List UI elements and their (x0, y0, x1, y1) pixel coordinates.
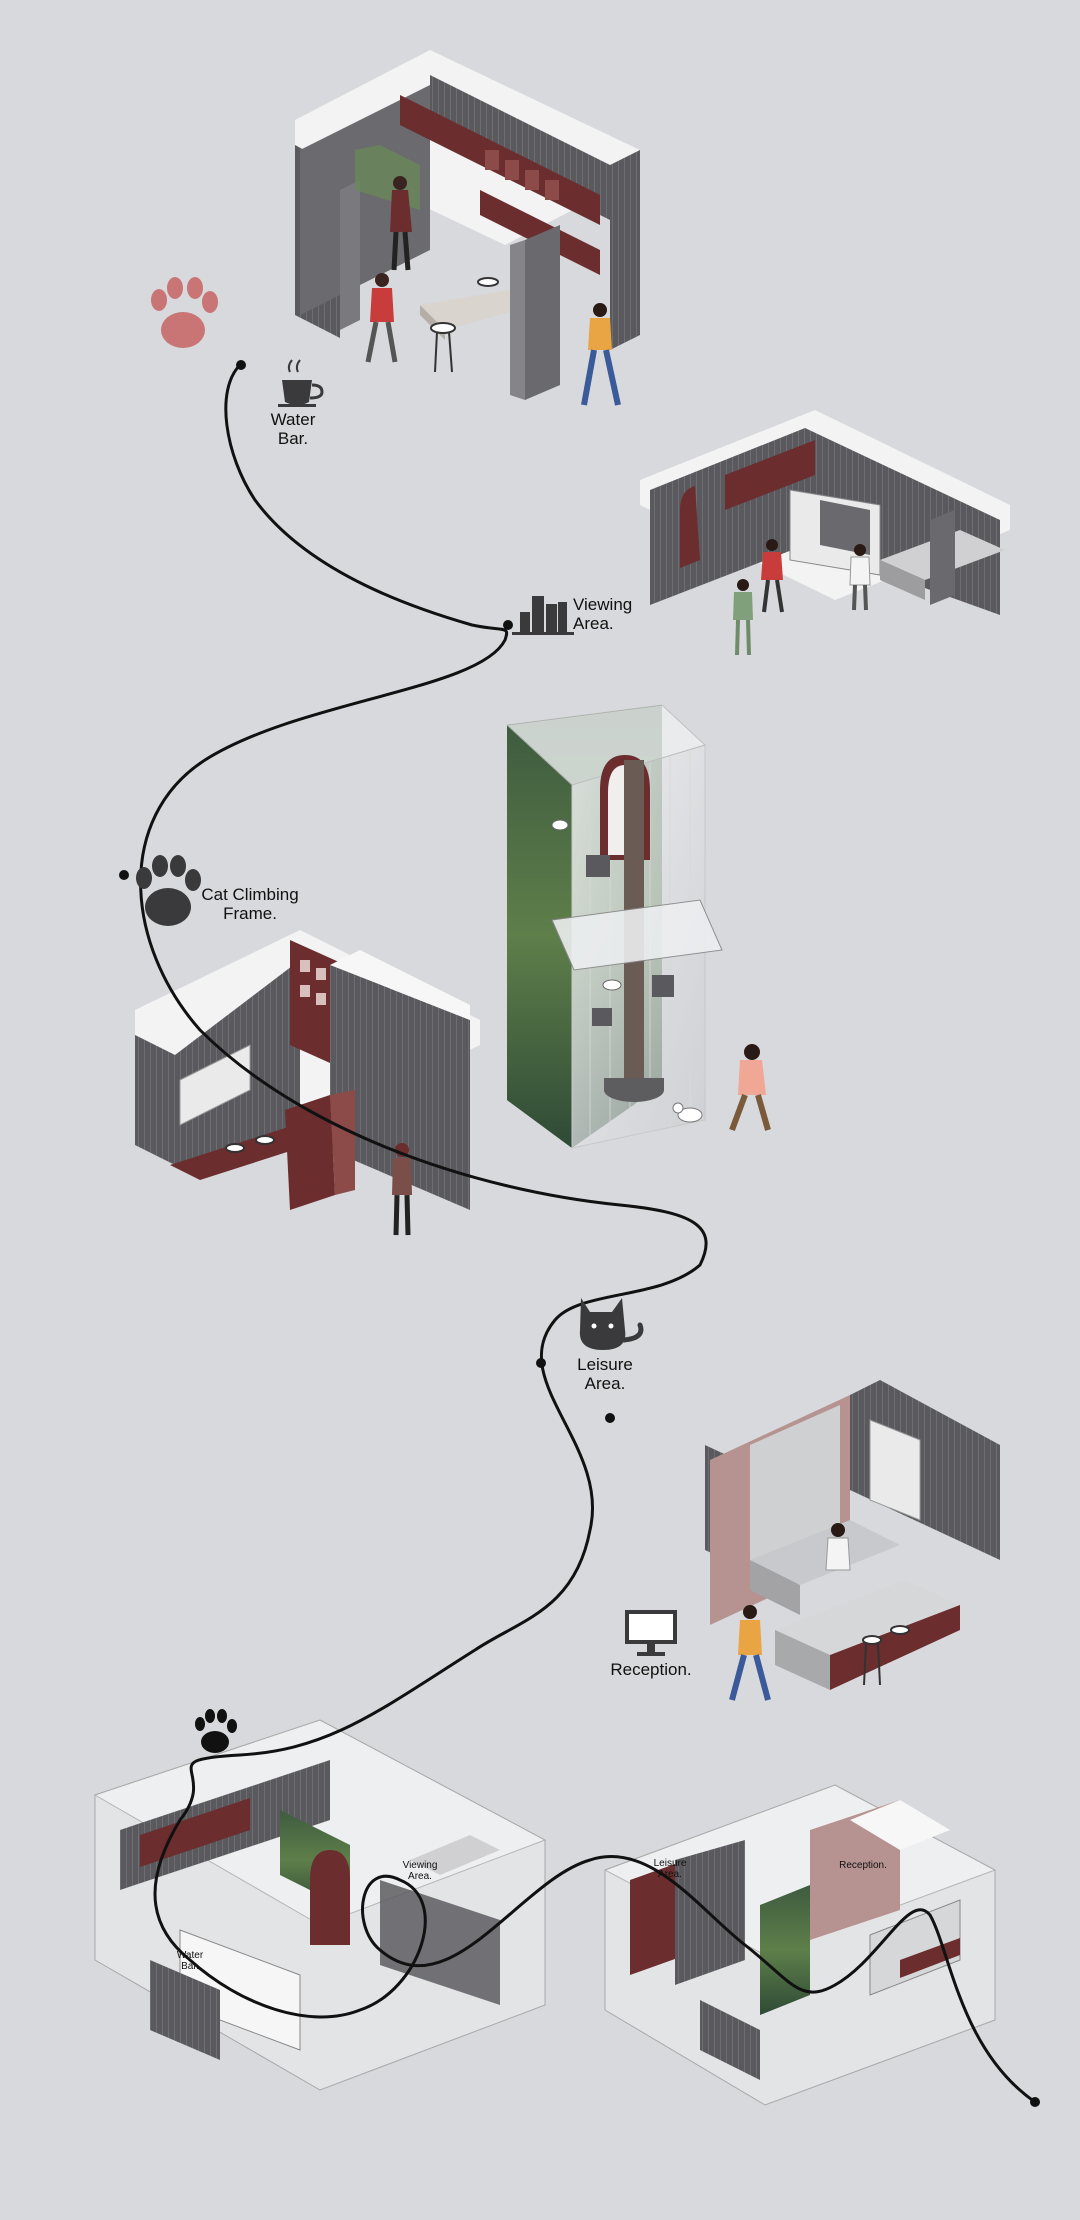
paw-icon (151, 277, 218, 348)
cat-climbing-frame-tower (505, 704, 771, 1149)
monitor-icon (625, 1610, 677, 1656)
plan-label-reception: Reception. (839, 1860, 887, 1871)
reception-room (705, 1380, 1000, 1701)
route-path (139, 363, 1037, 2104)
paw-icon (136, 855, 201, 926)
overall-plan-right (603, 1784, 997, 2106)
label-reception: Reception. (610, 1660, 692, 1679)
viewing-area-room (640, 410, 1010, 656)
books-icon (512, 596, 574, 635)
label-viewing-area: Viewing Area. (573, 595, 633, 633)
route-dots (119, 360, 1040, 2107)
plan-label-leisure-area: Leisure Area. (653, 1858, 687, 1880)
label-leisure-area: Leisure Area. (577, 1355, 633, 1393)
water-bar-room (295, 50, 640, 406)
plan-label-viewing-area: Viewing Area. (402, 1860, 438, 1882)
coffee-cup-icon (278, 359, 324, 407)
label-water-bar: Water Bar. (270, 410, 316, 448)
label-cat-climbing-frame: Cat Climbing Frame. (201, 885, 299, 923)
overall-plan-left (93, 1719, 547, 2091)
cat-icon (579, 1298, 644, 1350)
leisure-area-room (135, 930, 480, 1236)
paw-icon (195, 1709, 237, 1753)
plan-label-water-bar: Water Bar. (176, 1950, 204, 1972)
